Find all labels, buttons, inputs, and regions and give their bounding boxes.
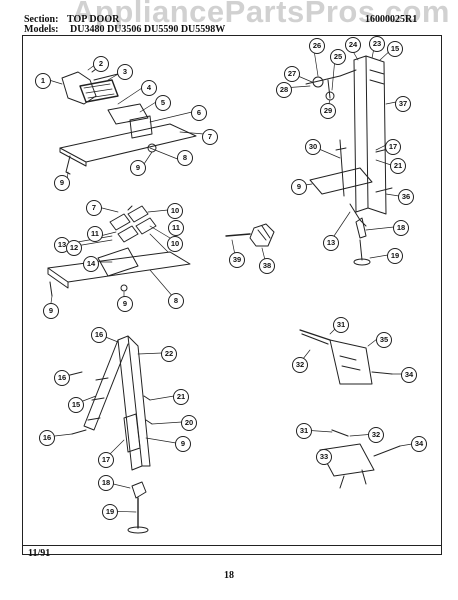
callout-11-b: 11 [168,220,184,236]
callout-9: 9 [54,175,70,191]
callout-12: 12 [66,240,82,256]
callout-2: 2 [93,56,109,72]
callout-38: 38 [259,258,275,274]
callout-35: 35 [376,332,392,348]
callout-9-b: 9 [130,160,146,176]
callout-18-b: 18 [98,475,114,491]
callout-30: 30 [305,139,321,155]
callout-14: 14 [83,256,99,272]
fastener-and-wheel [225,223,275,247]
callout-24: 24 [345,37,361,53]
side-bracket-assembly [65,335,153,534]
callout-31-b: 31 [296,423,312,439]
callout-7-b: 7 [86,200,102,216]
reference-code: 16000025R1 [365,14,418,25]
model-label: Models: [24,24,59,35]
callout-36: 36 [398,189,414,205]
callout-26: 26 [309,38,325,54]
callout-3: 3 [117,64,133,80]
callout-32-b: 32 [368,427,384,443]
callout-6: 6 [191,105,207,121]
callout-16-c: 16 [39,430,55,446]
callout-5: 5 [155,95,171,111]
latch-bracket-assembly [305,55,393,266]
callout-10: 10 [167,203,183,219]
callout-34-b: 34 [411,436,427,452]
callout-9-e: 9 [291,179,307,195]
callout-37: 37 [395,96,411,112]
callout-8: 8 [177,150,193,166]
callout-15-b: 15 [68,397,84,413]
callout-9-d: 9 [43,303,59,319]
callout-18: 18 [393,220,409,236]
callout-33: 33 [316,449,332,465]
callout-1: 1 [35,73,51,89]
callout-21-b: 21 [173,389,189,405]
callout-16-b: 16 [54,370,70,386]
callout-4: 4 [141,80,157,96]
callout-31: 31 [333,317,349,333]
rack-slide-assembly [47,205,191,297]
callout-9-c: 9 [117,296,133,312]
callout-25: 25 [330,49,346,65]
callout-23: 23 [369,36,385,52]
callout-32: 32 [292,357,308,373]
callout-27: 27 [284,66,300,82]
callout-17: 17 [385,139,401,155]
callout-19-b: 19 [102,504,118,520]
section-value: TOP DOOR [67,14,120,25]
callout-9-f: 9 [175,436,191,452]
callout-11: 11 [87,226,103,242]
callout-22: 22 [161,346,177,362]
callout-39: 39 [229,252,245,268]
callout-21: 21 [390,158,406,174]
model-values: DU3480 DU3506 DU5590 DU5598W [70,24,226,35]
callout-20: 20 [181,415,197,431]
upper-rack-bracket-assembly [59,65,197,175]
diagram-frame [22,35,442,555]
callout-29: 29 [320,103,336,119]
callout-13-b: 13 [323,235,339,251]
callout-15: 15 [387,41,403,57]
section-label: Section: [24,14,59,25]
callout-7: 7 [202,129,218,145]
door-latch-spring-assembly [299,329,401,489]
watermark: AppliancePartsPros.com [72,0,450,29]
callout-10-b: 10 [167,236,183,252]
leader-lines [45,47,419,513]
callout-16: 16 [91,327,107,343]
callout-8-b: 8 [168,293,184,309]
callout-19: 19 [387,248,403,264]
callout-28: 28 [276,82,292,98]
callout-34: 34 [401,367,417,383]
footer-date: 11/91 [28,548,51,559]
page-number: 18 [224,570,234,581]
callout-17-b: 17 [98,452,114,468]
footer-rule [22,545,442,546]
